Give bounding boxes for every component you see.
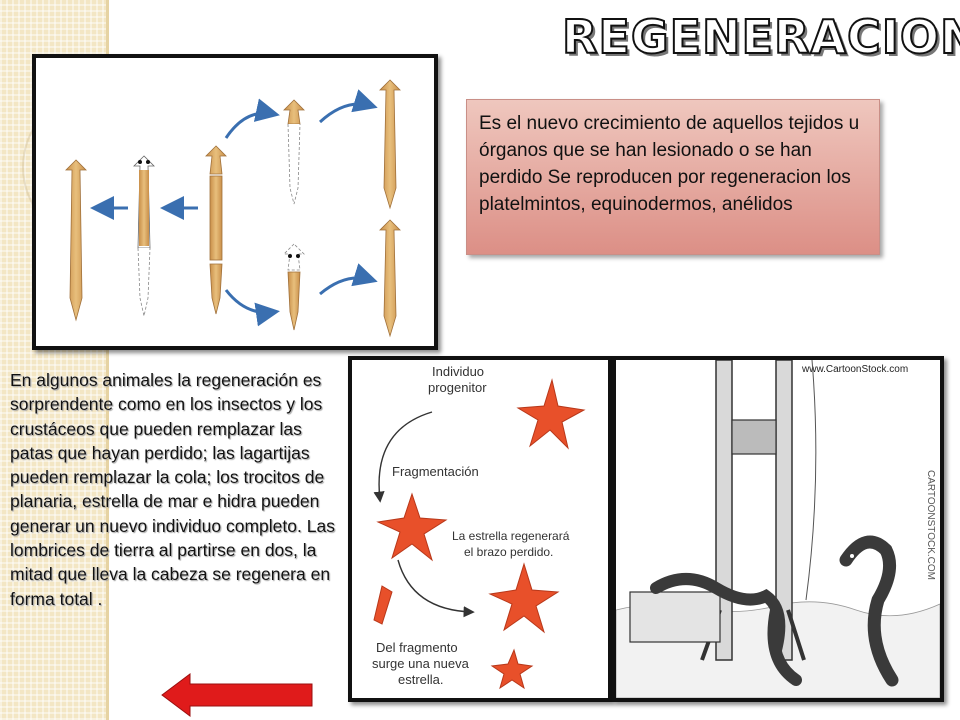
label-fragmentation: Fragmentación (392, 464, 479, 479)
label-progenitor-1: Individuo (432, 364, 484, 379)
label-regenerates-2: el brazo perdido. (464, 545, 553, 559)
strip-edge (106, 0, 109, 720)
label-fragment-2: surge una nueva (372, 656, 470, 671)
planaria-regeneration-image (32, 54, 438, 350)
guillotine-worm-cartoon: www.CartoonStock.com CARTOONSTOCK.COM (616, 360, 940, 698)
body-text: En algunos animales la regeneración es s… (10, 370, 335, 609)
red-left-arrow[interactable] (160, 672, 314, 718)
starfish-regeneration-image: Individuo progenitor Fragmentación La es… (348, 356, 612, 702)
cartoon-watermark: www.CartoonStock.com (801, 364, 908, 375)
slide-title: REGENERACION (561, 9, 960, 65)
label-fragment-3: estrella. (398, 672, 444, 687)
label-regenerates-1: La estrella regenerará (452, 529, 570, 543)
definition-box: Es el nuevo crecimiento de aquellos teji… (466, 99, 880, 255)
guillotine-cartoon-image: www.CartoonStock.com CARTOONSTOCK.COM (612, 356, 944, 702)
planaria-regeneration-illustration (65, 79, 401, 338)
cartoon-side-watermark: CARTOONSTOCK.COM (925, 470, 936, 580)
starfish-regeneration-diagram: Individuo progenitor Fragmentación La es… (372, 364, 586, 690)
label-progenitor-2: progenitor (428, 380, 487, 395)
label-fragment-1: Del fragmento (376, 640, 458, 655)
